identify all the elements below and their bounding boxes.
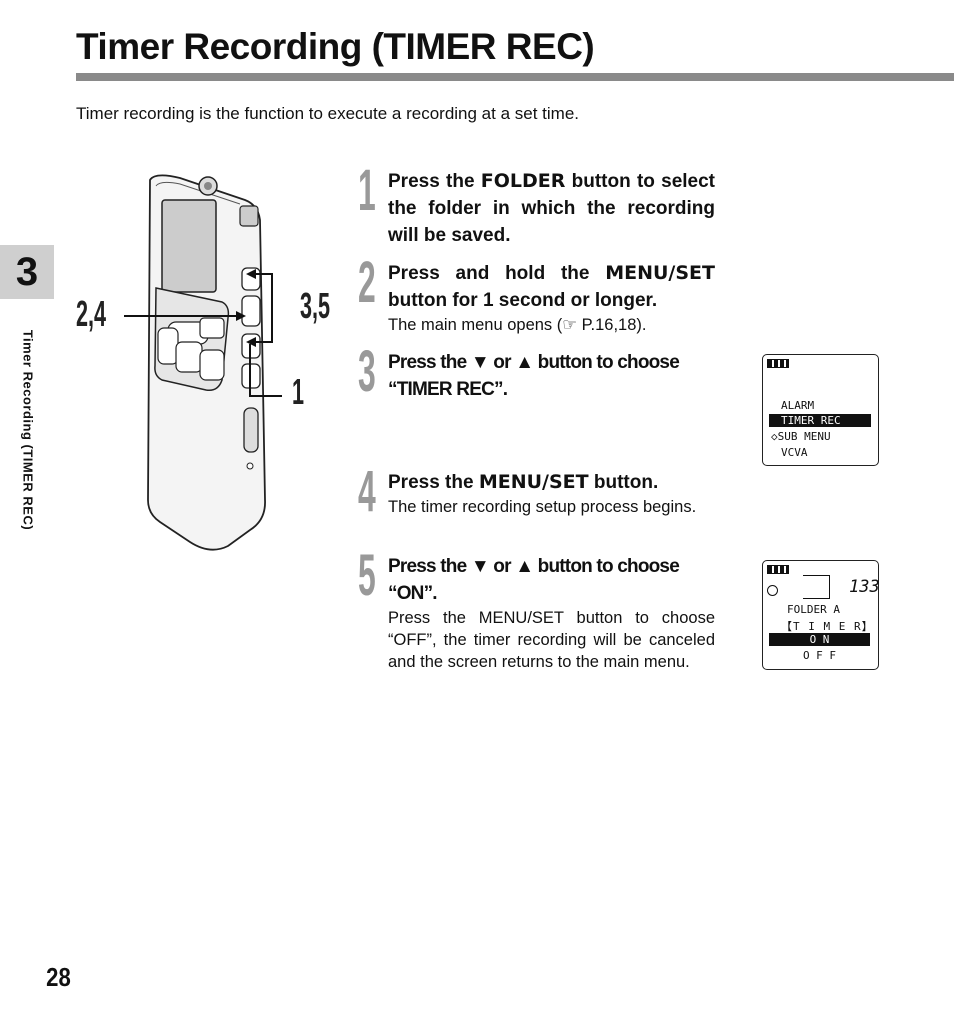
step-3: 3 Press the ▼ or ▲ button to choose “TIM… [358,343,715,403]
page-number: 28 [46,962,71,992]
clock-icon [767,585,778,596]
timer-section: 【T I M E R】 [781,620,874,633]
menu-item-alarm: ALARM [781,399,815,412]
menu-item-timer-rec: TIMER REC [769,414,871,427]
step-number: 4 [358,459,376,524]
step-5: 5 Press the ▼ or ▲ button to choose “ON”… [358,547,715,673]
step-heading: Press the MENU/SET button. [388,471,659,493]
lcd-menu-screen: ALARM TIMER REC ◇SUB MENU VCVA [762,354,879,466]
menu-item-vcva: VCVA [781,446,808,459]
option-off: O F F [802,649,837,662]
step-heading: Press and hold the MENU/SET button for 1… [388,262,715,311]
folder-key-label: FOLDER [480,170,566,192]
step-4: 4 Press the MENU/SET button. The timer r… [358,463,715,521]
option-on: O N [769,633,870,646]
page-title: Timer Recording (TIMER REC) [76,26,595,67]
step-number: 3 [358,339,376,404]
battery-icon [767,565,789,574]
step-number: 2 [358,250,376,315]
battery-icon [767,359,789,368]
callout-3-5: 3,5 [300,285,331,326]
callout-1: 1 [292,371,305,412]
recorder-illustration [147,174,266,551]
step-description: The timer recording setup process begins… [388,498,697,516]
menu-item-sub-menu: ◇SUB MENU [771,430,831,443]
counter-display: 133 [849,577,880,597]
step-2: 2 Press and hold the MENU/SET button for… [358,254,715,336]
folder-line: FOLDER A [787,603,840,616]
menu-set-key-label: MENU/SET [478,471,589,493]
menu-set-button [241,295,261,327]
title-rule [76,73,954,81]
chapter-tab: 3 [0,245,54,299]
step-description: Press the MENU/SET button to choose “OFF… [388,609,715,671]
lcd-timer-screen: 133 FOLDER A 【T I M E R】 O N O F F [762,560,880,670]
step-heading: Press the ▼ or ▲ button to choose “ON”. [388,556,680,604]
menu-set-key-label: MENU/SET [605,262,715,284]
intro-text: Timer recording is the function to execu… [76,104,580,123]
step-heading: Press the FOLDER button to select the fo… [388,170,715,246]
step-number: 1 [358,158,376,223]
step-1: 1 Press the FOLDER button to select the … [358,162,715,249]
counter-box [803,575,830,599]
step-description: The main menu opens (☞ P.16,18). [388,316,647,334]
step-number: 5 [358,543,376,608]
callout-2-4: 2,4 [76,293,107,334]
step-heading: Press the ▼ or ▲ button to choose “TIMER… [388,352,680,400]
